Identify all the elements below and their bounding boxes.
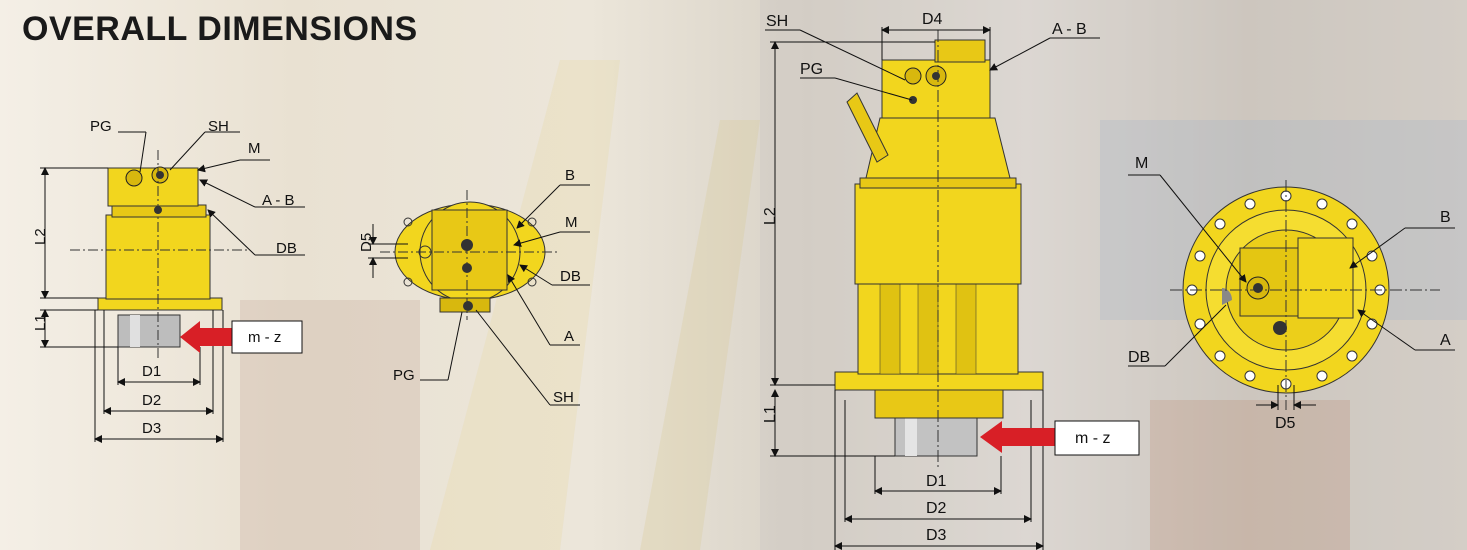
top-label-db: DB	[560, 268, 581, 285]
label-d2: D2	[142, 392, 161, 409]
large-top-label-db: DB	[1128, 349, 1150, 366]
label-mz: m - z	[248, 329, 281, 346]
large-label-d4: D4	[922, 11, 943, 28]
label-l2: L2	[32, 228, 49, 245]
label-m: M	[248, 140, 261, 157]
large-label-pg: PG	[800, 61, 823, 78]
large-label-d1: D1	[926, 473, 947, 490]
label-pg: PG	[90, 118, 112, 135]
top-label-b: B	[565, 167, 575, 184]
large-top-label-m: M	[1135, 155, 1148, 172]
small-motor-top-view: B M DB A D5 PG SH	[358, 167, 590, 406]
large-label-l1: L1	[762, 405, 779, 423]
large-motor-top-view: M B A DB D5	[1128, 155, 1455, 432]
top-label-pg: PG	[393, 367, 415, 384]
label-sh: SH	[208, 118, 229, 135]
label-ab: A - B	[262, 192, 295, 209]
large-top-label-b: B	[1440, 209, 1451, 226]
large-torque-arrow-icon	[980, 421, 1055, 453]
large-label-d2: D2	[926, 500, 947, 517]
label-d1: D1	[142, 363, 161, 380]
label-db: DB	[276, 240, 297, 257]
top-label-sh: SH	[553, 389, 574, 406]
large-label-sh: SH	[766, 13, 788, 30]
top-label-d5: D5	[358, 233, 375, 252]
large-top-label-a: A	[1440, 332, 1451, 349]
label-l1: L1	[32, 314, 49, 331]
large-motor-side-view: m - z SH D4 A - B PG L2 L1 D1 D2 D3	[762, 11, 1140, 550]
large-label-d3: D3	[926, 527, 947, 544]
torque-arrow-icon	[180, 321, 232, 353]
large-label-mz: m - z	[1075, 430, 1111, 447]
small-motor-side-view: m - z PG SH M A - B DB L2 L1 D1 D2 D3	[32, 118, 305, 443]
large-top-label-d5: D5	[1275, 415, 1296, 432]
large-label-ab: A - B	[1052, 21, 1087, 38]
large-label-l2: L2	[762, 207, 779, 225]
label-d3: D3	[142, 420, 161, 437]
top-label-m: M	[565, 214, 578, 231]
page-title: OVERALL DIMENSIONS	[22, 10, 418, 48]
top-label-a: A	[564, 328, 574, 345]
